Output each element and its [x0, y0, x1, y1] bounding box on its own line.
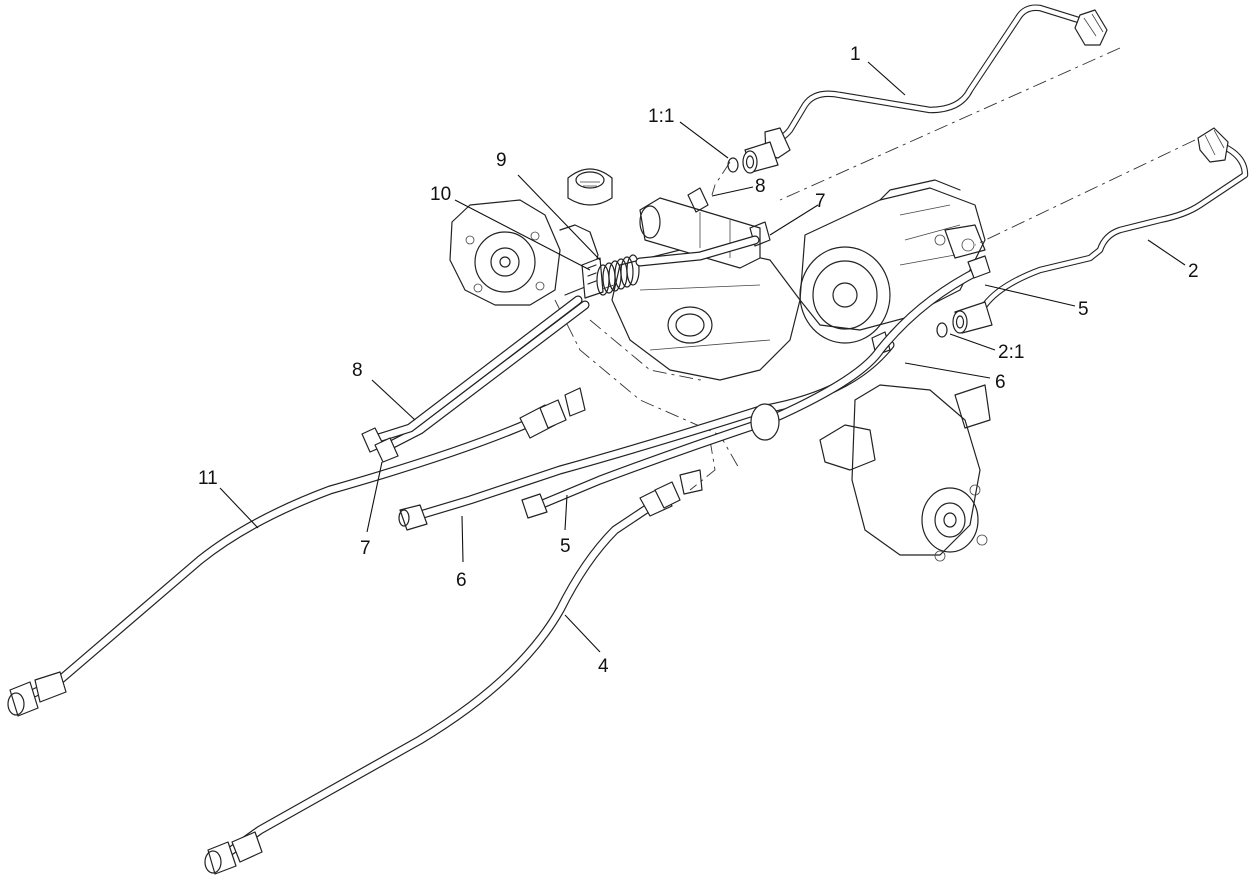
alignment-line: [974, 139, 1196, 246]
spring-guard: [596, 254, 640, 296]
leader-lines: [219, 61, 1186, 653]
alignment-line: [711, 161, 731, 196]
callout-1-1: 1:1: [648, 106, 674, 127]
callout-8-bottom: 8: [352, 360, 363, 381]
callout-5-bottom: 5: [560, 536, 571, 557]
callout-4: 4: [598, 656, 609, 677]
hose-5: [521, 255, 991, 519]
callout-5-top: 5: [1078, 299, 1089, 320]
callout-2-1: 2:1: [998, 342, 1024, 363]
callout-7-bottom: 7: [360, 538, 371, 559]
callout-7-top: 7: [815, 191, 826, 212]
callout-10: 10: [430, 184, 451, 205]
adapter-1-1: [727, 141, 779, 174]
callout-1: 1: [850, 44, 861, 65]
callout-6-bottom: 6: [456, 570, 467, 591]
adapter-2-1: [936, 301, 993, 338]
tube-1: [764, 4, 1108, 159]
callout-9: 9: [496, 150, 507, 171]
callout-11: 11: [198, 468, 218, 489]
tube-2: [981, 127, 1249, 309]
hose-4: [204, 481, 681, 875]
hose-8: [361, 295, 590, 463]
callout-2: 2: [1188, 261, 1199, 282]
rear-axle-assembly: [449, 168, 991, 562]
alignment-line: [779, 47, 1121, 201]
hose-11: [7, 399, 567, 717]
callout-6-top: 6: [995, 372, 1006, 393]
callout-8-top: 8: [755, 176, 766, 197]
hose-clamp: [750, 403, 780, 441]
